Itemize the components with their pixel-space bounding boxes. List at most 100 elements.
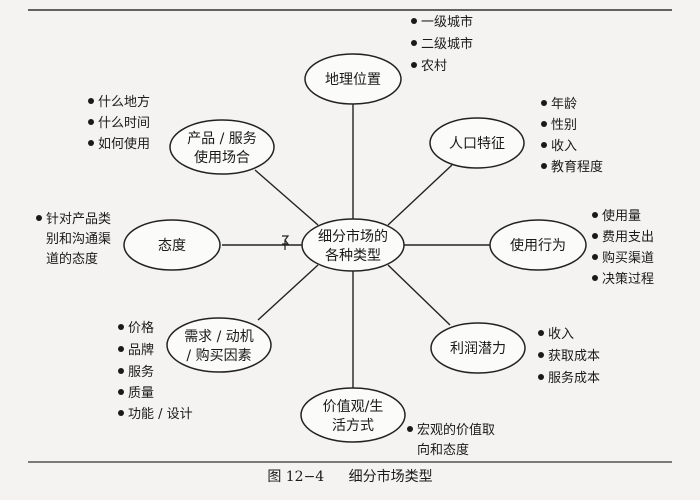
list-item: 农村 bbox=[421, 59, 447, 74]
node-usage-list: 使用量 费用支出 购买渠道 决策过程 bbox=[592, 208, 654, 287]
center-label-line1: 细分市场的 bbox=[318, 228, 388, 245]
list-item: 年龄 bbox=[551, 97, 577, 112]
connector-occasion bbox=[254, 169, 319, 226]
bullet-dot bbox=[592, 254, 598, 260]
center-label-line2: 各种类型 bbox=[325, 248, 381, 264]
node-demo-label: 人口特征 bbox=[449, 136, 505, 152]
bullet-dot bbox=[118, 410, 124, 416]
bullet-dot bbox=[541, 121, 547, 127]
bullet-dot bbox=[118, 389, 124, 395]
node-values-ellipse bbox=[300, 387, 406, 443]
node-geo-list: 一级城市 二级城市 农村 bbox=[411, 14, 473, 74]
node-profit: 利润潜力 收入 获取成本 服务成本 bbox=[430, 322, 600, 386]
node-profit-list: 收入 获取成本 服务成本 bbox=[538, 327, 600, 386]
mark-glyph bbox=[282, 235, 290, 250]
bullet-dot bbox=[411, 40, 417, 46]
list-item: 费用支出 bbox=[602, 230, 654, 245]
bullet-dot bbox=[118, 346, 124, 352]
node-attitude: 态度 针对产品类 别和沟通渠 道的态度 bbox=[36, 212, 221, 271]
bullet-dot bbox=[88, 119, 94, 125]
list-item: 收入 bbox=[548, 327, 574, 342]
node-demo-ellipse bbox=[429, 117, 525, 169]
bullet-dot bbox=[411, 18, 417, 24]
list-item: 教育程度 bbox=[551, 159, 603, 175]
node-values-label-line2: 活方式 bbox=[332, 418, 374, 434]
list-item-continuation: 向和态度 bbox=[417, 442, 469, 458]
bullet-dot bbox=[592, 275, 598, 281]
list-item: 服务 bbox=[128, 364, 154, 380]
node-attitude-label: 态度 bbox=[158, 238, 186, 254]
list-item: 二级城市 bbox=[421, 36, 473, 52]
list-item: 服务成本 bbox=[548, 370, 600, 386]
node-values: 价值观/生 活方式 宏观的价值取 向和态度 bbox=[300, 387, 495, 458]
node-usage-label: 使用行为 bbox=[510, 237, 566, 254]
node-geo-label: 地理位置 bbox=[325, 72, 381, 88]
connector-needs bbox=[257, 264, 319, 321]
connector-demo bbox=[387, 164, 453, 226]
connectors bbox=[222, 100, 490, 390]
node-occasion-ellipse bbox=[169, 119, 275, 175]
node-profit-ellipse bbox=[430, 322, 526, 374]
list-item: 针对产品类 bbox=[46, 212, 111, 227]
list-item: 什么地方 bbox=[98, 94, 150, 110]
node-occasion-label-line2: 使用场合 bbox=[194, 149, 250, 166]
list-item: 质量 bbox=[128, 386, 154, 401]
bullet-dot bbox=[411, 62, 417, 68]
node-geo: 地理位置 一级城市 二级城市 农村 bbox=[304, 14, 473, 105]
bullet-dot bbox=[118, 368, 124, 374]
bullet-dot bbox=[592, 233, 598, 239]
bullet-dot bbox=[407, 426, 413, 432]
list-item: 性别 bbox=[551, 118, 577, 133]
figure-number: 图 12−4 bbox=[267, 469, 325, 485]
list-item: 收入 bbox=[551, 139, 577, 154]
list-item: 购买渠道 bbox=[602, 250, 654, 266]
bullet-dot bbox=[541, 100, 547, 106]
bullet-dot bbox=[538, 330, 544, 336]
bullet-dot bbox=[538, 374, 544, 380]
node-demo: 人口特征 年龄 性别 收入 教育程度 bbox=[429, 97, 603, 175]
node-needs-label-line2: / 购买因素 bbox=[186, 348, 251, 364]
node-values-label-line1: 价值观/生 bbox=[323, 399, 384, 415]
list-item: 使用量 bbox=[602, 208, 641, 224]
list-item: 品牌 bbox=[128, 342, 154, 358]
bullet-dot bbox=[538, 352, 544, 358]
node-needs: 需求 / 动机 / 购买因素 价格 品牌 服务 质量 功能 / 设计 bbox=[118, 317, 272, 422]
list-item: 获取成本 bbox=[548, 349, 600, 364]
node-needs-label-line1: 需求 / 动机 bbox=[184, 329, 254, 345]
center-node: 细分市场的 各种类型 bbox=[301, 218, 405, 272]
node-profit-label: 利润潜力 bbox=[450, 341, 506, 357]
list-item: 宏观的价值取 bbox=[417, 422, 495, 438]
center-ellipse bbox=[301, 218, 405, 272]
bullet-dot bbox=[118, 324, 124, 330]
figure-title: 细分市场类型 bbox=[348, 469, 433, 485]
list-item: 决策过程 bbox=[602, 271, 654, 287]
node-needs-ellipse bbox=[166, 317, 272, 373]
list-item: 如何使用 bbox=[98, 136, 150, 152]
list-item-continuation: 别和沟通渠 bbox=[46, 232, 111, 247]
bullet-dot bbox=[88, 98, 94, 104]
node-usage: 使用行为 使用量 费用支出 购买渠道 决策过程 bbox=[489, 208, 654, 287]
node-demo-list: 年龄 性别 收入 教育程度 bbox=[541, 97, 603, 175]
bullet-dot bbox=[592, 212, 598, 218]
node-attitude-list: 针对产品类 别和沟通渠 道的态度 bbox=[36, 212, 111, 267]
node-occasion: 产品 / 服务 使用场合 什么地方 什么时间 如何使用 bbox=[88, 94, 275, 175]
node-geo-ellipse bbox=[304, 53, 402, 105]
node-attitude-ellipse bbox=[123, 219, 221, 271]
bullet-dot bbox=[88, 140, 94, 146]
bullet-dot bbox=[541, 142, 547, 148]
list-item-continuation: 道的态度 bbox=[46, 251, 98, 267]
node-occasion-list: 什么地方 什么时间 如何使用 bbox=[88, 94, 150, 152]
node-usage-ellipse bbox=[489, 219, 587, 271]
connector-profit bbox=[387, 264, 451, 326]
bullet-dot bbox=[541, 163, 547, 169]
figure-caption: 图 12−4 细分市场类型 bbox=[0, 466, 700, 486]
node-occasion-label-line1: 产品 / 服务 bbox=[187, 131, 257, 147]
node-values-list: 宏观的价值取 向和态度 bbox=[407, 422, 495, 458]
list-item: 一级城市 bbox=[421, 14, 473, 30]
list-item: 功能 / 设计 bbox=[128, 407, 193, 422]
bullet-dot bbox=[36, 215, 42, 221]
node-needs-list: 价格 品牌 服务 质量 功能 / 设计 bbox=[118, 320, 193, 422]
list-item: 价格 bbox=[128, 320, 154, 336]
list-item: 什么时间 bbox=[98, 116, 150, 131]
